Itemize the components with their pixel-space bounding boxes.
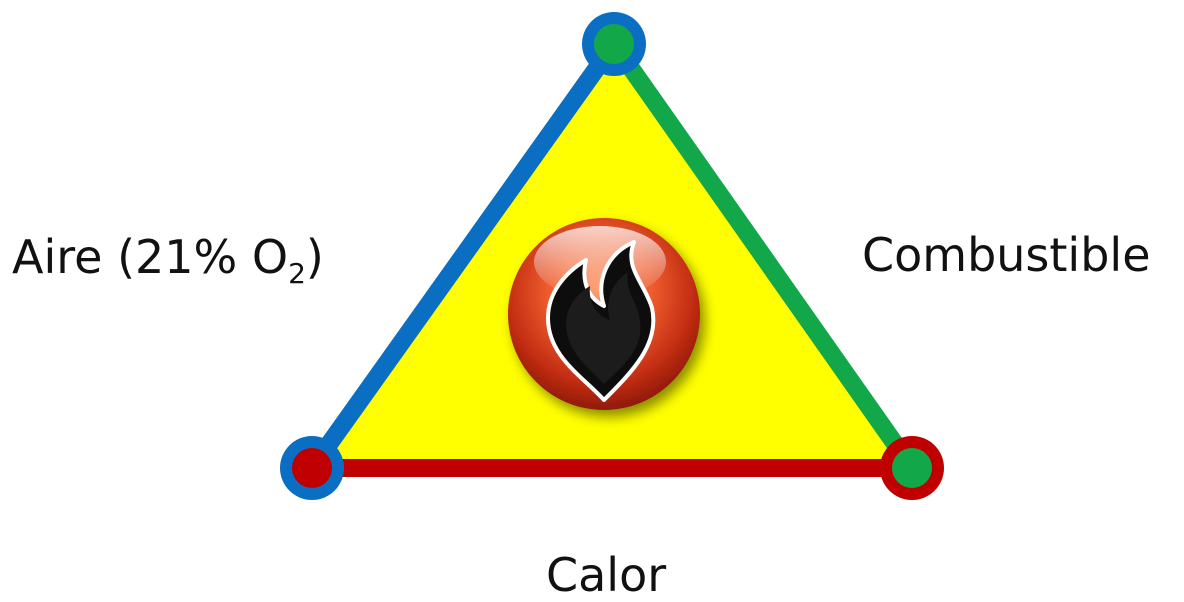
fire-icon	[508, 218, 700, 410]
heat-label: Calor	[546, 548, 667, 602]
air-label: Aire (21% O2)	[12, 234, 324, 288]
fuel-label: Combustible	[862, 228, 1151, 282]
triangle-side-right	[605, 35, 921, 477]
triangle-side-left	[303, 35, 623, 477]
vertex-left-inner	[292, 448, 332, 488]
vertex-right-inner	[892, 448, 932, 488]
air-label-text: Aire (21% O	[12, 230, 289, 284]
vertex-top-inner	[594, 24, 634, 64]
air-label-close: )	[305, 230, 324, 284]
oxygen-subscript: 2	[288, 257, 306, 290]
